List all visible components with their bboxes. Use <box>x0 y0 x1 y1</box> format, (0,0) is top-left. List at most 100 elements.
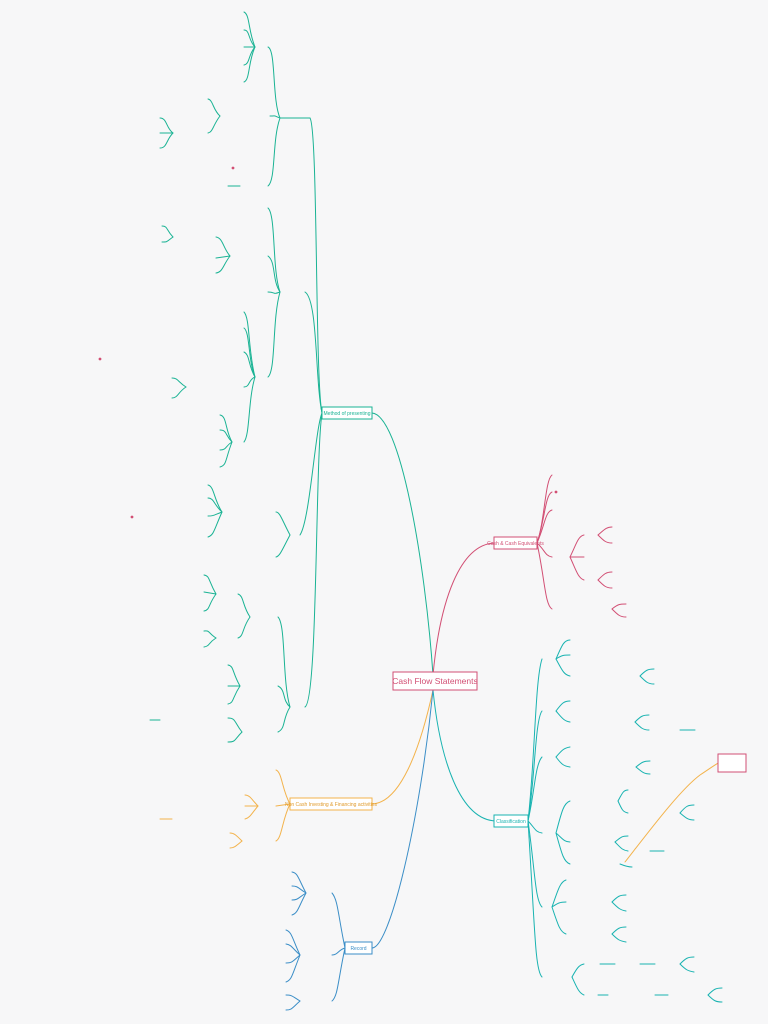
connector <box>597 526 613 536</box>
connector <box>571 976 585 996</box>
connector <box>159 117 174 134</box>
connector <box>161 225 174 238</box>
connector <box>527 710 543 822</box>
connector <box>219 441 233 468</box>
connector <box>243 46 256 83</box>
connector <box>171 386 187 399</box>
connector <box>207 484 223 513</box>
connector <box>331 947 346 956</box>
connector <box>679 963 695 973</box>
connector <box>277 616 291 708</box>
connector <box>285 954 301 964</box>
connector <box>227 664 241 687</box>
connector <box>527 756 543 822</box>
connector <box>244 794 259 807</box>
connector <box>679 804 695 814</box>
connector <box>527 820 543 978</box>
connector <box>597 571 613 581</box>
connector <box>229 840 243 849</box>
central-topic-box[interactable] <box>392 671 478 691</box>
connector <box>707 987 723 996</box>
marker-dot <box>554 490 558 494</box>
connector <box>203 637 217 648</box>
connector <box>555 800 571 834</box>
connector <box>331 947 346 1002</box>
connector <box>536 542 553 558</box>
connector <box>304 412 323 708</box>
connector <box>555 700 571 712</box>
connector <box>299 412 323 536</box>
connector <box>536 474 553 544</box>
connector <box>267 291 281 378</box>
connector <box>309 117 323 414</box>
connector-cash-equivalents <box>432 542 495 676</box>
connector <box>215 255 231 259</box>
branch-classification-box[interactable] <box>493 814 529 828</box>
connector <box>269 115 281 119</box>
central-topic-title: Cash Flow Statements <box>392 676 478 686</box>
connector <box>639 668 655 677</box>
connector <box>207 115 221 134</box>
connector <box>611 933 627 943</box>
marker-dot <box>98 357 102 361</box>
connector <box>536 542 553 610</box>
connector <box>277 685 291 708</box>
connector <box>679 812 695 821</box>
connector <box>707 994 723 1003</box>
connector <box>527 820 543 908</box>
connector <box>219 441 233 451</box>
branch-record-box[interactable] <box>344 941 373 955</box>
branch-record-label: Record <box>350 946 366 952</box>
connector <box>304 291 323 414</box>
connector <box>597 534 613 544</box>
connector <box>611 926 627 935</box>
connector <box>277 706 291 733</box>
branch-classification-label: Classification <box>496 819 526 825</box>
connector-noncash <box>371 689 434 805</box>
branch-cash-equivalents-box[interactable] <box>493 536 538 550</box>
connector <box>243 11 256 48</box>
connector <box>243 46 256 66</box>
connector <box>551 901 567 908</box>
connector <box>267 255 281 293</box>
connector <box>267 46 281 119</box>
connector <box>569 556 585 581</box>
connector <box>635 760 651 768</box>
connector <box>536 491 553 544</box>
connector <box>639 675 655 685</box>
connector <box>275 511 291 536</box>
connector <box>285 994 301 1002</box>
connector <box>555 832 571 843</box>
connector <box>207 511 223 538</box>
connector <box>527 658 543 822</box>
marker-dot <box>231 166 235 170</box>
connector <box>159 132 174 149</box>
connector <box>679 956 695 965</box>
connector <box>291 871 307 894</box>
connector <box>275 803 291 842</box>
branch-noncash-box[interactable] <box>289 797 373 811</box>
connector <box>291 885 307 894</box>
branch-method-box[interactable] <box>321 406 373 420</box>
connector <box>597 579 613 589</box>
connector <box>611 901 627 912</box>
connector <box>229 832 243 842</box>
connector <box>203 630 217 639</box>
connector <box>611 608 627 618</box>
connector <box>624 761 721 863</box>
connector <box>614 841 629 852</box>
connector <box>619 863 633 868</box>
connector <box>227 731 243 743</box>
connector <box>551 906 567 935</box>
connector <box>285 1000 301 1011</box>
connector <box>161 236 174 243</box>
connector <box>331 892 346 949</box>
connector <box>617 800 629 814</box>
connector <box>285 929 301 956</box>
connector <box>244 805 259 820</box>
note-box[interactable] <box>717 753 747 773</box>
connector <box>555 710 571 723</box>
connector <box>203 593 217 612</box>
connector <box>215 255 231 274</box>
